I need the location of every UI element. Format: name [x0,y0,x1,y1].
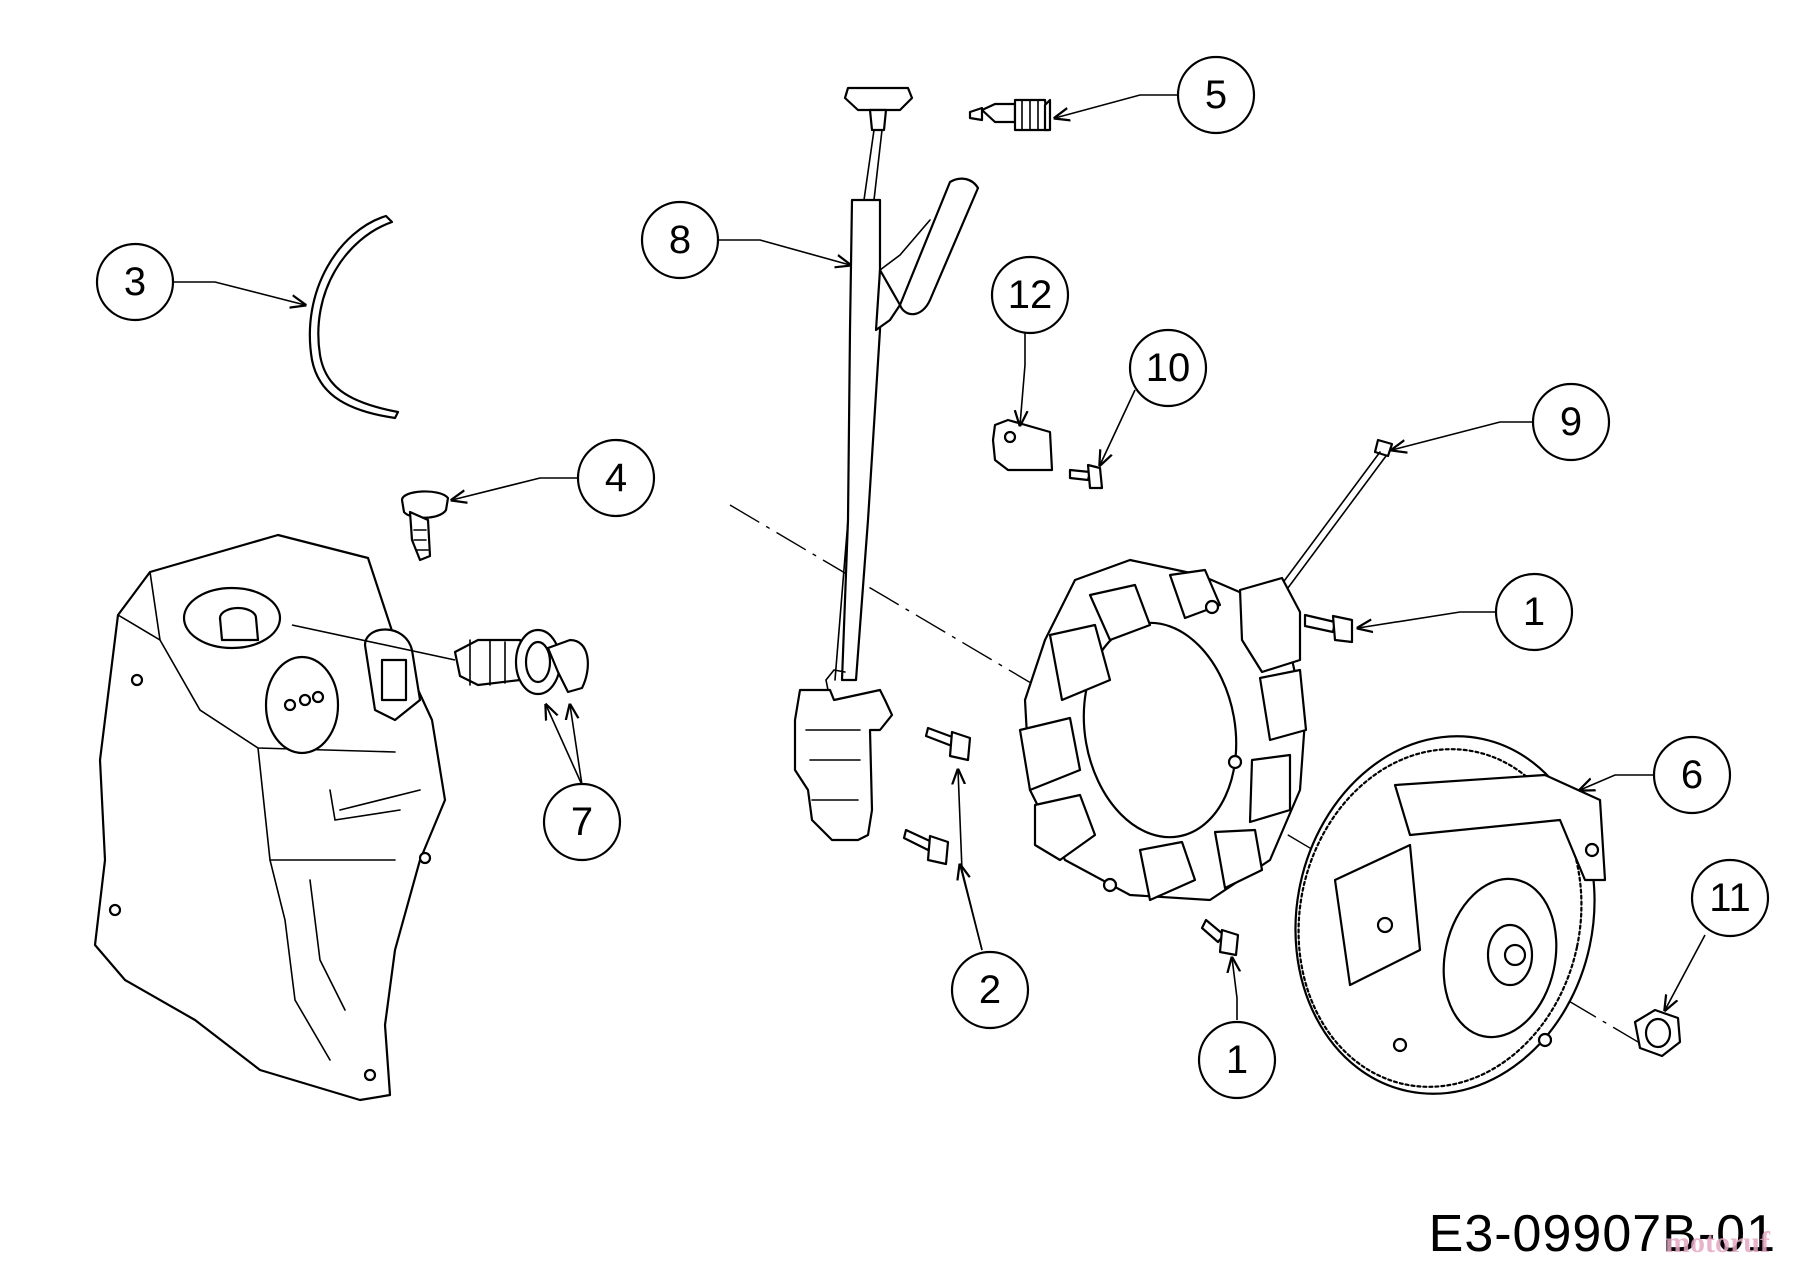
callout-1-upper: 1 [1494,572,1574,652]
callout-10: 10 [1128,328,1208,408]
bolt-part-2b [902,828,950,866]
drawing-code: E3-09907B-01 [1428,1205,1776,1263]
callout-10-label: 10 [1146,346,1191,390]
callout-11: 11 [1690,858,1770,938]
callout-9-label: 9 [1560,400,1582,444]
callout-6-label: 6 [1681,753,1703,797]
callout-8-label: 8 [669,218,691,262]
bolt-part-2a [924,726,972,762]
callout-5: 5 [1176,55,1256,135]
callout-2-label: 2 [979,968,1001,1012]
callout-12: 12 [990,255,1070,335]
callout-5-label: 5 [1205,73,1227,117]
stator-part [1018,558,1308,902]
leader-lines [172,94,1706,1020]
strap-part [308,214,400,420]
callout-1-lower-label: 1 [1226,1038,1248,1082]
knob-part [400,490,450,562]
bracket-part [991,418,1054,472]
bolt-part-1a [1303,613,1354,644]
ignition-coil-part [793,86,980,842]
switch-part [453,628,589,696]
callout-4-label: 4 [605,456,627,500]
callout-4: 4 [576,438,656,518]
callout-1-lower: 1 [1197,1020,1277,1100]
nut-part [1633,1008,1682,1058]
flywheel-part [1294,735,1607,1095]
callout-7: 7 [542,782,622,862]
spark-plug-part [968,98,1052,132]
bolt-part-1b [1200,918,1240,957]
callout-9: 9 [1531,382,1611,462]
callout-6: 6 [1652,735,1732,815]
wire-part [1269,438,1394,605]
small-bolt-part [1068,463,1104,490]
callout-7-label: 7 [571,800,593,844]
callout-8: 8 [640,200,720,280]
callout-1-upper-label: 1 [1523,590,1545,634]
callout-11-label: 11 [1709,876,1751,920]
fuel-tank-shroud [93,533,447,1102]
callout-3-label: 3 [124,260,146,304]
callout-2: 2 [950,950,1030,1030]
callout-3: 3 [95,242,175,322]
callout-12-label: 12 [1008,273,1053,317]
watermark-logo: motoruf [1665,1226,1770,1259]
